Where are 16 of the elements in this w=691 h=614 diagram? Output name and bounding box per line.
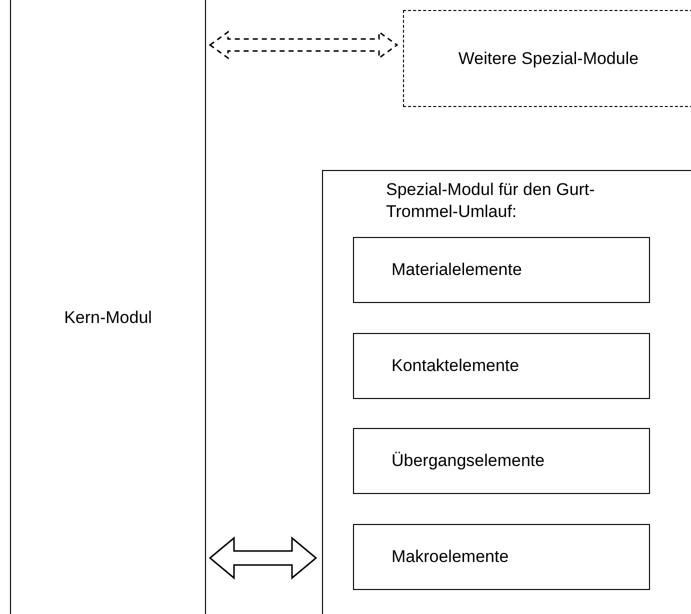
module-label: Weitere Spezial-Module: [458, 48, 639, 68]
module-label: Kern-Modul: [64, 308, 152, 328]
module-label: Materialelemente: [392, 260, 522, 280]
element-box: [352, 428, 650, 494]
module-box: [403, 10, 691, 107]
module-label: Makroelemente: [392, 546, 509, 566]
module-box: [10, 0, 206, 614]
element-box: [352, 524, 650, 590]
double-block-arrow: [208, 536, 318, 580]
element-box: [352, 332, 650, 398]
double-block-arrow: [208, 30, 398, 60]
module-heading: Spezial-Modul für den Gurt-Trommel-Umlauf:: [386, 179, 596, 223]
module-container-box: [322, 170, 691, 614]
module-label: Übergangselemente: [392, 450, 545, 470]
element-box: [352, 236, 650, 302]
module-label: Kontaktelemente: [392, 356, 520, 376]
